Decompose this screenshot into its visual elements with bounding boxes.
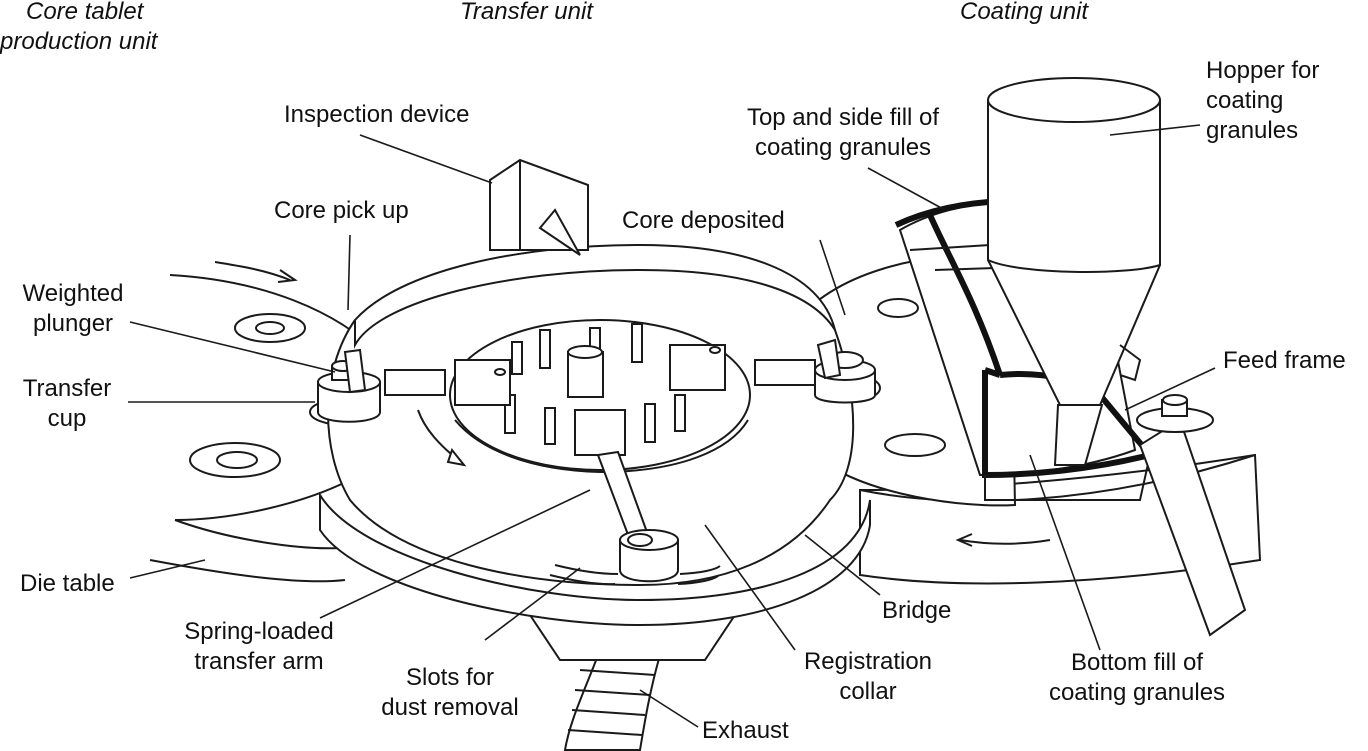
transfer-cup-left xyxy=(317,348,381,423)
label-line: cup xyxy=(47,405,87,432)
label-line: Spring-loaded xyxy=(184,618,334,645)
label-line: Weighted xyxy=(22,280,124,307)
turret-pins xyxy=(504,323,686,445)
label-line: coating granules xyxy=(1048,679,1226,706)
label-weighted-plunger: Weighted plunger xyxy=(10,279,136,339)
header-core-tablet-unit: Core tablet production unit xyxy=(0,0,157,57)
label-line: collar xyxy=(839,678,897,705)
label-line: Hopper for xyxy=(1206,57,1320,84)
label-feed-frame: Feed frame xyxy=(1223,347,1346,374)
label-line: Bottom fill of xyxy=(1070,649,1204,676)
header-coating-unit: Coating unit xyxy=(960,0,1089,25)
label-line: coating xyxy=(1206,87,1284,114)
label-die-table: Die table xyxy=(20,570,115,597)
inspection-device xyxy=(489,158,589,256)
exhaust-hose xyxy=(563,648,662,751)
label-line: Registration xyxy=(803,648,933,675)
arm-bottom xyxy=(574,409,650,542)
hopper xyxy=(987,77,1161,466)
leader-lines xyxy=(128,124,1216,728)
label-top-side-fill: Top and side fill of coating granules xyxy=(712,103,974,163)
arm-right xyxy=(669,344,816,391)
label-line: Top and side fill of xyxy=(746,104,940,131)
label-line: Transfer xyxy=(22,375,112,402)
label-line: granules xyxy=(1206,117,1299,144)
label-registration-collar: Registration collar xyxy=(782,647,954,707)
header-line: Core tablet xyxy=(26,0,144,25)
label-bottom-fill: Bottom fill of coating granules xyxy=(1030,648,1244,708)
label-transfer-cup: Transfer cup xyxy=(12,374,122,434)
label-core-deposited: Core deposited xyxy=(622,207,785,234)
transfer-cup-bottom xyxy=(619,529,679,583)
label-spring-loaded-arm: Spring-loaded transfer arm xyxy=(168,617,350,677)
label-core-pick-up: Core pick up xyxy=(274,197,409,224)
chute xyxy=(1119,344,1247,637)
transfer-cup-right xyxy=(814,338,876,404)
label-inspection-device: Inspection device xyxy=(284,101,470,128)
label-line: transfer arm xyxy=(194,648,324,675)
arm-left xyxy=(384,359,511,406)
label-exhaust: Exhaust xyxy=(702,717,789,744)
header-transfer-unit: Transfer unit xyxy=(460,0,593,25)
label-line: Slots for xyxy=(405,664,495,691)
label-bridge: Bridge xyxy=(882,597,952,624)
label-line: plunger xyxy=(32,310,114,337)
header-line: production unit xyxy=(0,28,158,55)
label-slots-dust-removal: Slots for dust removal xyxy=(362,663,538,723)
label-line: dust removal xyxy=(381,694,519,721)
label-hopper: Hopper for coating granules xyxy=(1206,56,1319,146)
label-line: coating granules xyxy=(754,134,932,161)
dust-slots xyxy=(549,564,721,586)
